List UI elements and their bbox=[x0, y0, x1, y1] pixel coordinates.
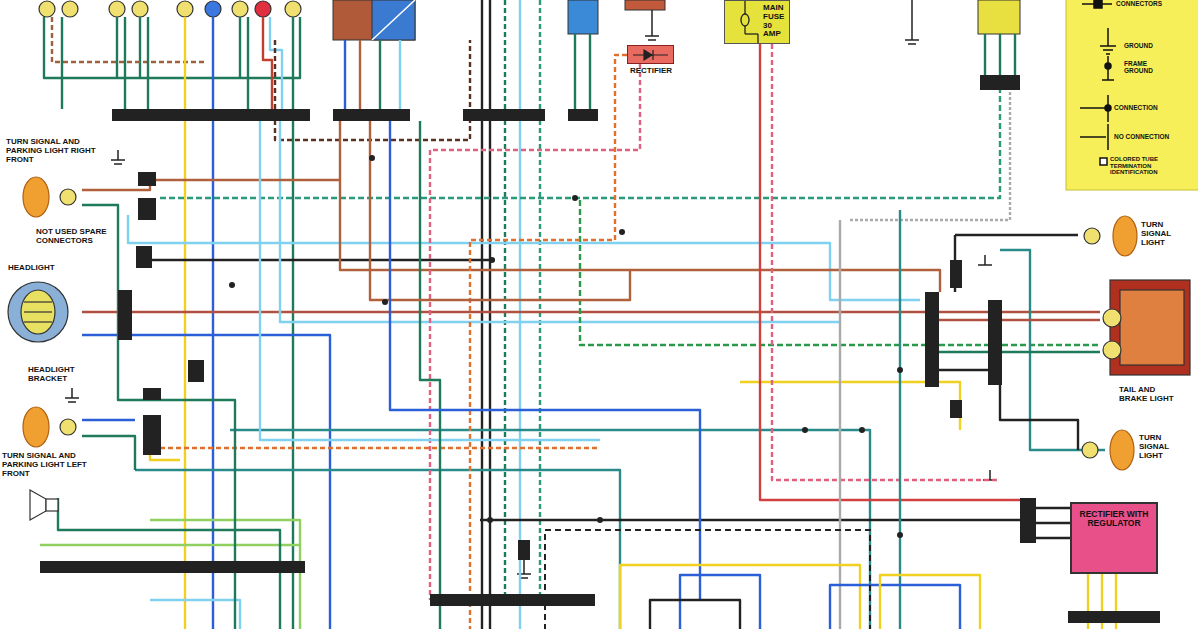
component-label: TURN SIGNAL AND PARKING LIGHT LEFT FRONT bbox=[2, 452, 102, 478]
component-label: TURN SIGNAL LIGHT bbox=[1139, 434, 1189, 460]
text-holder: RECTIFIER bbox=[622, 45, 680, 76]
component-label: TURN SIGNAL LIGHT bbox=[1141, 221, 1191, 247]
node-label: RECTIFIER bbox=[622, 67, 680, 76]
fuse-symbol bbox=[741, 0, 758, 44]
regulator-box: RECTIFIER WITH REGULATOR bbox=[1070, 502, 1158, 574]
rectifier-box: RECTIFIER bbox=[622, 45, 680, 80]
node-label: MAIN FUSE 30 AMP bbox=[763, 4, 789, 39]
component-label: TURN SIGNAL AND PARKING LIGHT RIGHT FRON… bbox=[6, 138, 106, 164]
legend-panel bbox=[1066, 0, 1198, 190]
relay-box bbox=[568, 0, 598, 34]
legend-symbols bbox=[1080, 0, 1116, 165]
component-label: TAIL AND BRAKE LIGHT bbox=[1119, 386, 1179, 404]
component-label: HEADLIGHT BRACKET bbox=[28, 366, 86, 384]
legend-text: CONNECTION bbox=[1114, 104, 1194, 111]
fuse-body bbox=[724, 0, 790, 44]
switch-block bbox=[372, 0, 415, 40]
rectifier-body bbox=[627, 45, 674, 64]
connector-bars bbox=[40, 75, 1160, 623]
top-unit bbox=[625, 0, 665, 10]
text-holder: RECTIFIER WITH REGULATOR bbox=[1072, 504, 1156, 529]
legend-text: FRAME GROUND bbox=[1124, 60, 1164, 74]
main-fuse-box: MAIN FUSE 30 AMP bbox=[724, 0, 790, 44]
flasher-unit bbox=[978, 0, 1020, 34]
switch-block bbox=[333, 0, 415, 40]
legend-text: NO CONNECTION bbox=[1114, 133, 1194, 140]
wires bbox=[40, 0, 1116, 629]
text-holder: MAIN FUSE 30 AMP bbox=[725, 1, 789, 39]
indicator-bulbs bbox=[39, 1, 301, 17]
connection-dots bbox=[229, 155, 903, 538]
ground-symbols bbox=[65, 0, 997, 578]
component-label: NOT USED SPARE CONNECTORS bbox=[36, 228, 116, 246]
diode-symbol bbox=[633, 50, 668, 60]
legend-text: COLORED TUBE TERMINATION IDENTIFICATION bbox=[1110, 156, 1194, 176]
legend-text: CONNECTORS bbox=[1116, 0, 1194, 7]
component-outline bbox=[627, 45, 674, 64]
legend-text: GROUND bbox=[1124, 42, 1194, 49]
component-label: HEADLIGHT bbox=[8, 264, 78, 273]
node-label: RECTIFIER WITH REGULATOR bbox=[1076, 510, 1152, 529]
lamps bbox=[8, 177, 1190, 520]
engine-area bbox=[545, 530, 870, 629]
